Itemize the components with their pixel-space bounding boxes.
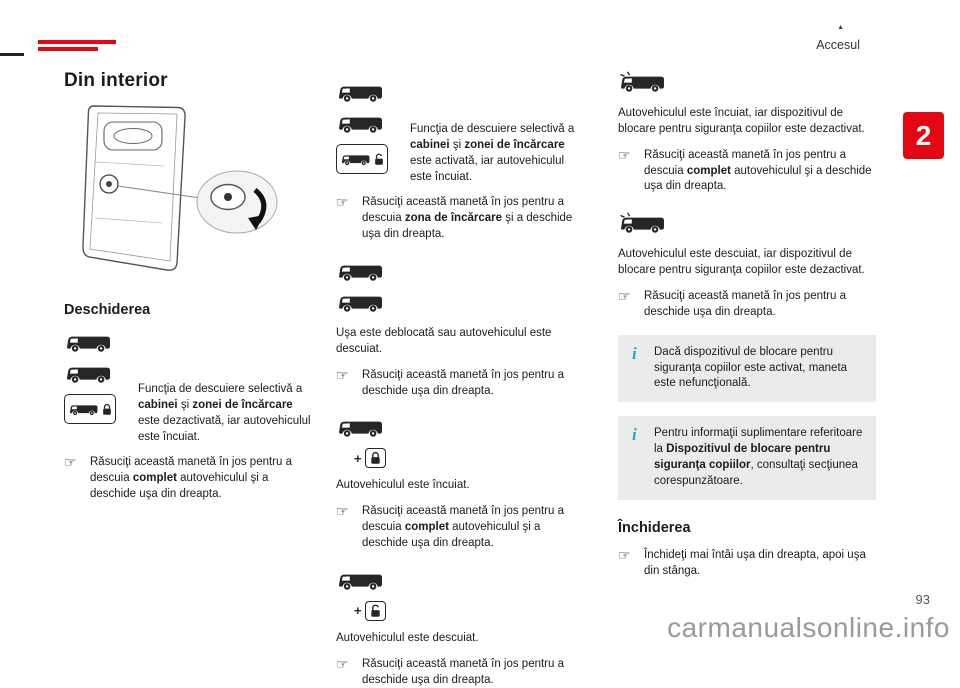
- instruction-bullet: ☞ Răsuciţi această manetă în jos pentru …: [336, 195, 586, 243]
- padlock-open-icon: [374, 153, 384, 165]
- pointer-hand-icon: ☞: [336, 367, 349, 384]
- instruction-bullet: ☞ Răsuciţi această manetă în jos pentru …: [64, 455, 316, 503]
- pointer-hand-icon: ☞: [618, 547, 631, 564]
- van-icon: [67, 336, 110, 352]
- chapter-tab: 2: [903, 112, 944, 159]
- pointer-hand-icon: ☞: [64, 455, 77, 472]
- instruction-bullet: ☞ Răsuciţi această manetă în jos pentru …: [336, 368, 586, 400]
- pointer-hand-icon: ☞: [336, 195, 349, 212]
- instruction-bullet: ☞ Răsuciţi această manetă în jos pentru …: [618, 289, 876, 321]
- selective-unlock-enabled-block: Funcţia de descuiere selectivă a cabinei…: [336, 80, 586, 185]
- page-title: Din interior: [64, 70, 168, 91]
- locked-state-icon: +: [336, 415, 586, 469]
- instruction-bullet: ☞ Răsuciţi această manetă în jos pentru …: [336, 504, 586, 552]
- state-text: Autovehiculul este încuiat, iar dispozit…: [618, 107, 865, 135]
- manual-page: { "header": { "section_label": "Accesul"…: [0, 24, 950, 686]
- info-box-child-lock-active: i Dacă dispozitivul de blocare pentru si…: [618, 334, 876, 403]
- heading-opening: Deschiderea: [64, 302, 151, 318]
- instruction-text: Răsuciţi această manetă în jos pentru a …: [644, 148, 872, 193]
- van-signal-icon: [618, 70, 668, 96]
- van-icon: [69, 404, 98, 415]
- info-icon: i: [632, 425, 637, 445]
- plus-icon: +: [354, 450, 362, 466]
- page-edge-mark: [0, 53, 24, 56]
- header-red-stripe: [38, 40, 116, 44]
- pointer-hand-icon: ☞: [336, 656, 349, 673]
- selective-unlock-enabled-icon: [336, 144, 388, 174]
- unlocked-state-icon: +: [336, 568, 586, 621]
- selective-unlock-enabled-text: Funcţia de descuiere selectivă a cabinei…: [410, 123, 575, 183]
- van-icon: [339, 574, 382, 590]
- van-icon: [339, 265, 382, 281]
- instruction-text: Răsuciţi această manetă în jos pentru a …: [362, 368, 565, 397]
- door-interior-illustration: [82, 105, 278, 271]
- column-right: Autovehiculul este încuiat, iar dispozit…: [618, 70, 876, 579]
- info-box-more-information: i Pentru informaţii suplimentare referit…: [618, 416, 876, 500]
- instruction-text: Răsuciţi această manetă în jos pentru a …: [90, 456, 293, 501]
- instruction-bullet: ☞ Închideţi mai întâi uşa din dreapta, a…: [618, 548, 876, 580]
- pointer-hand-icon: ☞: [618, 147, 631, 164]
- section-label: Accesul: [816, 38, 860, 52]
- padlock-open-icon: [364, 600, 386, 621]
- plus-icon: +: [354, 603, 362, 619]
- instruction-text: Închideţi mai întâi uşa din dreapta, apo…: [644, 548, 866, 577]
- page-number: 93: [915, 592, 930, 607]
- info-text: Dacă dispozitivul de blocare pentru sigu…: [654, 345, 848, 390]
- state-text: Autovehiculul este descuiat.: [336, 631, 479, 644]
- column-left: Din interior Deschiderea Funcţia de desc…: [64, 70, 316, 503]
- van-icon: [339, 422, 382, 438]
- instruction-text: Răsuciţi această manetă în jos pentru a …: [362, 657, 565, 686]
- instruction-bullet: ☞ Răsuciţi această manetă în jos pentru …: [336, 657, 586, 688]
- van-icon: [67, 367, 110, 383]
- state-text: Autovehiculul este încuiat.: [336, 479, 470, 492]
- info-text: Pentru informaţii suplimentare referitoa…: [654, 427, 863, 487]
- selective-unlock-disabled-icon: [64, 394, 116, 424]
- pointer-hand-icon: ☞: [336, 504, 349, 521]
- instruction-bullet: ☞ Răsuciţi această manetă în jos pentru …: [618, 148, 876, 196]
- state-text: Autovehiculul este descuiat, iar dispozi…: [618, 248, 865, 277]
- padlock-closed-icon: [102, 403, 112, 415]
- pointer-hand-icon: ☞: [618, 289, 631, 306]
- info-icon: i: [632, 343, 637, 363]
- instruction-text: Răsuciţi această manetă în jos pentru a …: [644, 290, 847, 318]
- section-nav-marker-icon: ▲: [837, 24, 844, 31]
- header-red-stripe: [38, 47, 98, 51]
- van-icon: [339, 296, 382, 312]
- instruction-text: Răsuciţi această manetă în jos pentru a …: [362, 505, 565, 550]
- van-icon: [339, 86, 382, 102]
- selective-unlock-disabled-block: Funcţia de descuiere selectivă a cabinei…: [64, 330, 316, 445]
- van-signal-icon: [618, 211, 668, 237]
- heading-closing: Închiderea: [618, 519, 691, 536]
- watermark: carmanualsonline.info: [667, 612, 950, 643]
- column-middle: Funcţia de descuiere selectivă a cabinei…: [336, 80, 586, 688]
- instruction-text: Răsuciţi această manetă în jos pentru a …: [362, 196, 573, 241]
- unlocked-state-icons: [336, 259, 586, 316]
- van-icon: [339, 117, 382, 133]
- padlock-closed-icon: [364, 448, 386, 469]
- selective-unlock-disabled-text: Funcţia de descuiere selectivă a cabinei…: [138, 383, 311, 443]
- van-icon: [341, 154, 370, 165]
- state-text: Uşa este deblocată sau autovehiculul est…: [336, 327, 552, 355]
